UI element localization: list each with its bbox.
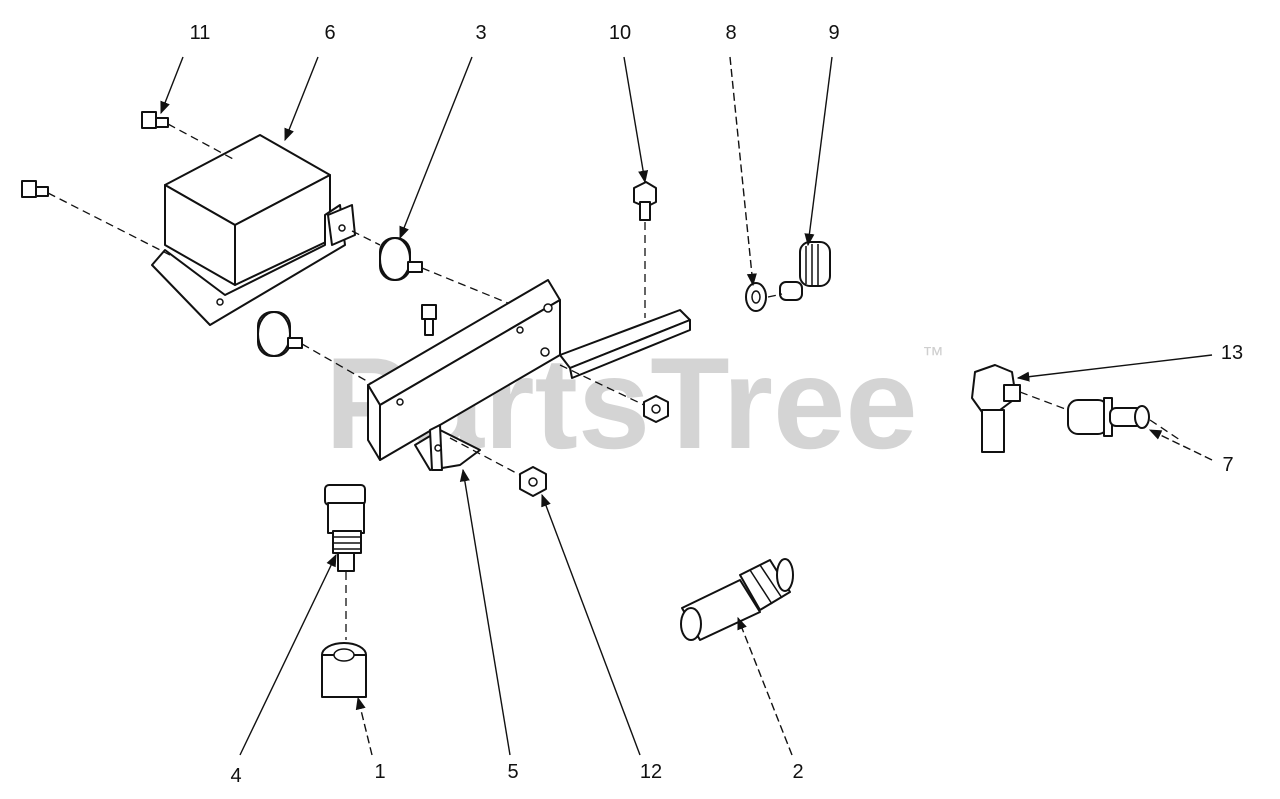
callout-7: 7 [1222, 454, 1233, 476]
callout-12: 12 [640, 761, 662, 783]
part-1-adapter [321, 642, 367, 698]
part-9-fitting [779, 241, 831, 301]
part-6-housing [151, 134, 356, 326]
callout-4: 4 [230, 765, 241, 787]
callout-2: 2 [792, 761, 803, 783]
part-11-screw-left [21, 180, 49, 198]
part-4-switch [324, 484, 366, 572]
part-13-elbow [971, 364, 1021, 453]
part-3-grommet-lower [257, 311, 303, 357]
part-3-grommet-upper [379, 237, 423, 281]
callout-3: 3 [475, 22, 486, 44]
part-8-washer [745, 282, 767, 312]
bracket-bolt [421, 304, 437, 336]
callout-11: 11 [190, 22, 211, 44]
part-2-sensor [680, 558, 794, 641]
watermark-trademark: ™ [922, 342, 944, 367]
part-10-bolt [633, 181, 657, 221]
part-12-nut-lower [519, 466, 547, 497]
part-7-coupling [1067, 397, 1150, 437]
callout-10: 10 [609, 22, 631, 44]
callout-8: 8 [725, 22, 736, 44]
callout-1: 1 [374, 761, 385, 783]
callout-13: 13 [1221, 342, 1243, 364]
callout-5: 5 [507, 761, 518, 783]
callout-9: 9 [828, 22, 839, 44]
part-5-bracket [367, 279, 691, 471]
part-12-nut-upper [643, 395, 669, 423]
callout-6: 6 [324, 22, 335, 44]
part-11-screw-top [141, 111, 169, 129]
